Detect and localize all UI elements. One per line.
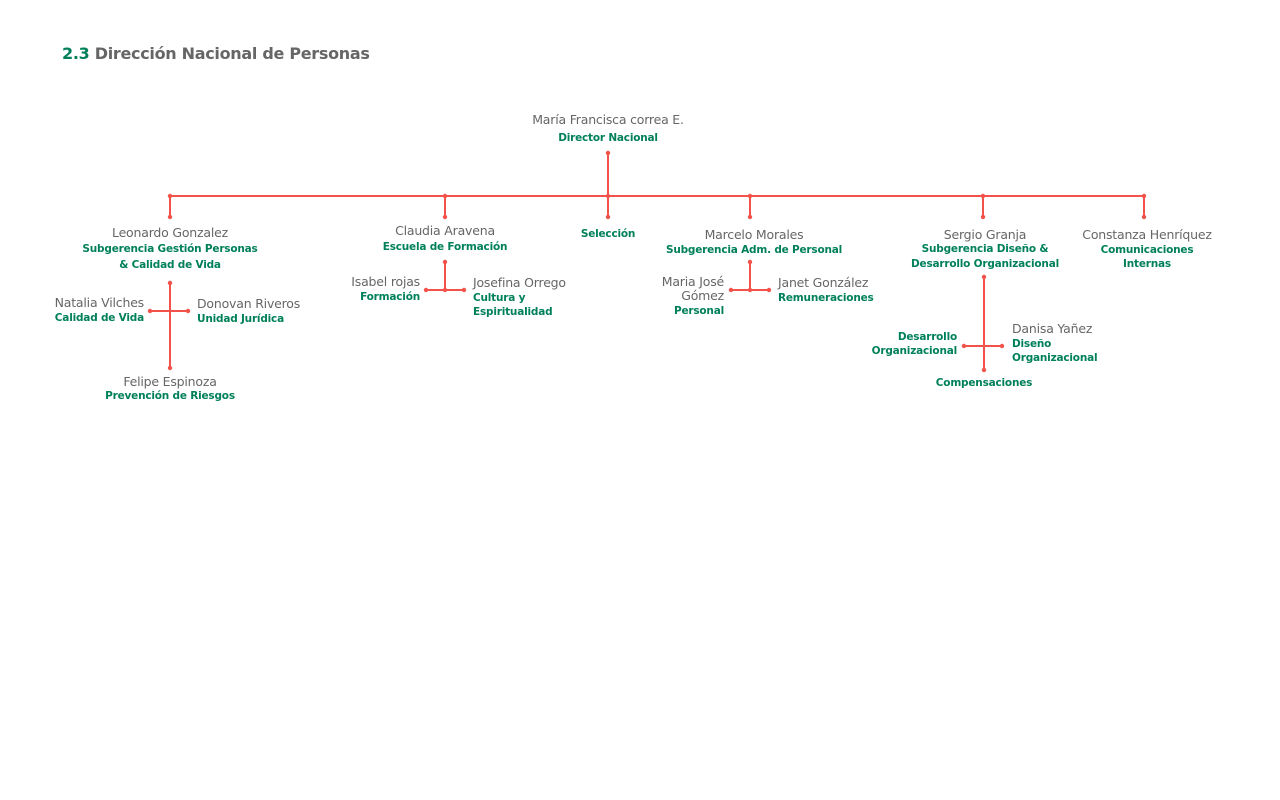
person-name: Janet González bbox=[778, 275, 869, 290]
person-name: Sergio Granja bbox=[943, 227, 1027, 242]
person-role: Diseño bbox=[1012, 338, 1052, 350]
connector-dots bbox=[147, 150, 1147, 373]
person-name: Natalia Vilches bbox=[54, 295, 145, 310]
person-role: Cultura y bbox=[473, 292, 526, 304]
unit-label: Compensaciones bbox=[935, 377, 1033, 389]
section-number: 2.3 bbox=[62, 44, 90, 63]
person-name: Isabel rojas bbox=[351, 274, 420, 289]
person-name: María Francisca correa E. bbox=[532, 112, 684, 127]
section-title: Dirección Nacional de Personas bbox=[94, 44, 370, 63]
person-role: Personal bbox=[673, 305, 724, 317]
page-title: 2.3 Dirección Nacional de Personas bbox=[62, 44, 370, 63]
unit-label: Organizacional bbox=[871, 345, 958, 357]
person-name: Gómez bbox=[681, 288, 724, 303]
person-name: Maria José bbox=[661, 274, 724, 289]
person-role: Subgerencia Adm. de Personal bbox=[665, 244, 843, 256]
person-role: Subgerencia Diseño & bbox=[921, 243, 1049, 255]
person-role: Director Nacional bbox=[558, 132, 658, 144]
person-role: Escuela de Formación bbox=[382, 241, 508, 253]
person-role: Remuneraciones bbox=[778, 292, 874, 304]
person-role: Desarrollo Organizacional bbox=[911, 258, 1059, 270]
person-role: Espiritualidad bbox=[473, 306, 553, 318]
person-role: Subgerencia Gestión Personas bbox=[82, 243, 258, 255]
person-name: Constanza Henríquez bbox=[1082, 227, 1212, 242]
person-role: & Calidad de Vida bbox=[119, 259, 221, 271]
person-role: Prevención de Riesgos bbox=[105, 390, 235, 402]
person-name: Felipe Espinoza bbox=[123, 374, 217, 389]
person-role: Calidad de Vida bbox=[54, 312, 144, 324]
unit-label: Selección bbox=[580, 228, 636, 240]
person-role: Internas bbox=[1123, 258, 1171, 270]
person-name: Leonardo Gonzalez bbox=[112, 225, 228, 240]
unit-label: Desarrollo bbox=[897, 331, 957, 343]
person-role: Formación bbox=[360, 291, 420, 303]
person-name: Josefina Orrego bbox=[473, 275, 566, 290]
person-role: Unidad Jurídica bbox=[197, 313, 284, 325]
person-role: Comunicaciones bbox=[1100, 244, 1194, 256]
person-name: Donovan Riveros bbox=[197, 296, 301, 311]
person-name: Danisa Yañez bbox=[1012, 321, 1093, 336]
person-name: Marcelo Morales bbox=[704, 227, 804, 242]
person-name: Claudia Aravena bbox=[395, 223, 495, 238]
person-role: Organizacional bbox=[1012, 352, 1098, 364]
